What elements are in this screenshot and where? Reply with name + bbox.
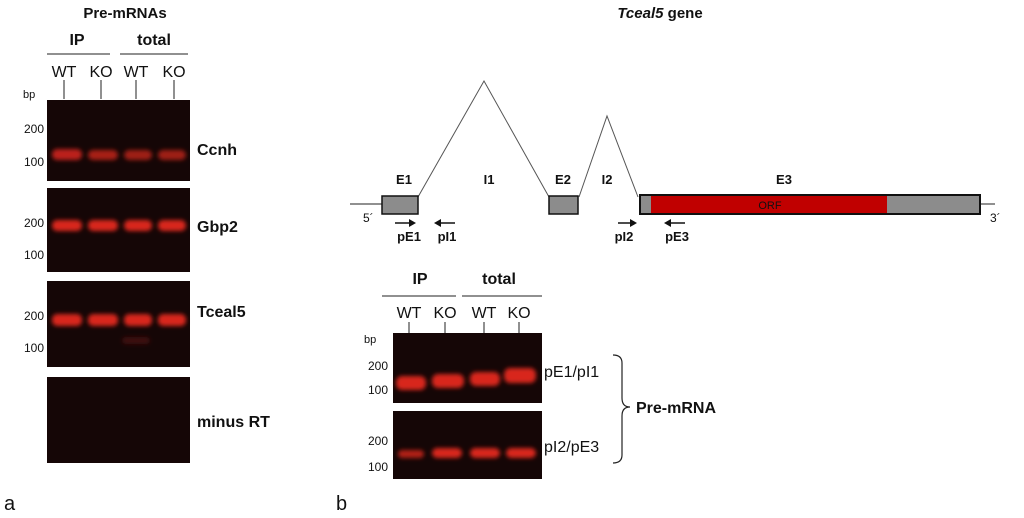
intron-i1-line (417, 79, 550, 198)
exon-e3-label: E3 (776, 172, 792, 187)
primer-pi1-label: pI1 (438, 229, 457, 244)
exon-e1 (381, 195, 419, 215)
band (124, 150, 152, 160)
intron-i2-line (578, 114, 639, 198)
panel-a: Pre-mRNAs IP total WT KO WT KO bp 200 10… (4, 5, 270, 515)
primer-pi2-arrow (618, 219, 637, 227)
gel-ccnh-marker-200: 200 (24, 122, 44, 136)
three-prime-label: 3´ (990, 211, 1001, 225)
faint-band (122, 337, 150, 344)
gel-gbp2-marker-100: 100 (24, 248, 44, 262)
panel-a-letter: a (4, 493, 16, 515)
panel-b-group-total: total (482, 271, 516, 288)
band (158, 220, 186, 231)
band (158, 150, 186, 160)
band (88, 220, 118, 231)
panel-a-bp-label: bp (23, 89, 35, 101)
gel-tceal5-label: Tceal5 (197, 304, 246, 321)
panel-a-title: Pre-mRNAs (83, 5, 166, 22)
gel-tceal5-bands (52, 314, 186, 344)
gel-ccnh (47, 100, 190, 181)
panel-b-group-ip: IP (412, 271, 427, 288)
gel-pe1-pi1-marker-200: 200 (368, 359, 388, 373)
primer-pe1-label: pE1 (397, 229, 421, 244)
orf-region (651, 196, 887, 213)
panel-b-letter: b (336, 493, 347, 515)
exon-e1-label: E1 (396, 172, 412, 187)
band (398, 450, 424, 458)
gel-tceal5-marker-100: 100 (24, 341, 44, 355)
primer-pe1-arrow (395, 219, 416, 227)
intron-i2-label: I2 (602, 172, 613, 187)
panel-b-lane-label-1: WT (397, 305, 422, 322)
band (432, 374, 464, 388)
panel-b-lane-label-2: KO (433, 305, 456, 322)
panel-a-group-total: total (137, 32, 171, 49)
gel-gbp2-label: Gbp2 (197, 219, 238, 236)
pre-mrna-bracket (612, 354, 631, 464)
panel-b: Tceal5 gene ORF E1 I1 E2 I2 E3 5´ 3´ (336, 5, 1001, 515)
orf-label: ORF (758, 200, 782, 212)
gel-gbp2-bands (52, 220, 186, 231)
gel-pe1-pi1-label: pE1/pI1 (544, 364, 599, 381)
band (504, 368, 536, 383)
band (506, 448, 536, 458)
band (158, 314, 186, 326)
gel-pe1-pi1-bands (396, 368, 536, 390)
panel-a-lane-ticks (63, 80, 175, 99)
band (88, 314, 118, 326)
band (52, 220, 82, 231)
panel-a-group-ip: IP (69, 32, 84, 49)
gel-pi2-pe3 (393, 411, 542, 479)
panel-a-lane-label-2: KO (89, 64, 112, 81)
band (52, 149, 82, 160)
primer-pe3-arrow (664, 219, 685, 227)
band (124, 220, 152, 231)
gel-ccnh-label: Ccnh (197, 142, 237, 159)
gel-pi2-pe3-label: pI2/pE3 (544, 439, 599, 456)
intron-i1-label: I1 (484, 172, 495, 187)
panel-b-title: Tceal5 gene (617, 5, 702, 22)
gel-ccnh-bands (52, 149, 186, 160)
band (88, 150, 118, 160)
gel-pi2-pe3-marker-100: 100 (368, 460, 388, 474)
primer-pe3-label: pE3 (665, 229, 689, 244)
primer-pi1-arrow (434, 219, 455, 227)
panel-a-lane-label-4: KO (162, 64, 185, 81)
gel-pi2-pe3-bands (398, 448, 536, 458)
panel-b-bp-label: bp (364, 334, 376, 346)
band (396, 376, 426, 390)
panel-b-lane-label-4: KO (507, 305, 530, 322)
gel-minus-rt-label: minus RT (197, 414, 270, 431)
band (52, 314, 82, 326)
band (124, 314, 152, 326)
gel-gbp2-marker-200: 200 (24, 216, 44, 230)
primer-pi2-label: pI2 (615, 229, 634, 244)
gel-pe1-pi1-marker-100: 100 (368, 383, 388, 397)
band (470, 448, 500, 458)
exon-e2-label: E2 (555, 172, 571, 187)
panel-a-lane-label-3: WT (124, 64, 149, 81)
five-prime-label: 5´ (363, 211, 374, 225)
exon-e2 (548, 195, 579, 215)
gene-diagram: ORF E1 I1 E2 I2 E3 5´ 3´ (350, 79, 1001, 244)
gel-pi2-pe3-marker-200: 200 (368, 434, 388, 448)
gel-tceal5-marker-200: 200 (24, 309, 44, 323)
pre-mrna-label: Pre-mRNA (636, 400, 716, 417)
gene-suffix: gene (663, 5, 702, 22)
panel-b-lane-label-3: WT (472, 305, 497, 322)
band (470, 372, 500, 386)
gene-name: Tceal5 (617, 5, 664, 22)
gel-minus-rt (47, 377, 190, 463)
panel-a-lane-label-1: WT (52, 64, 77, 81)
band (432, 448, 462, 458)
gel-ccnh-marker-100: 100 (24, 155, 44, 169)
